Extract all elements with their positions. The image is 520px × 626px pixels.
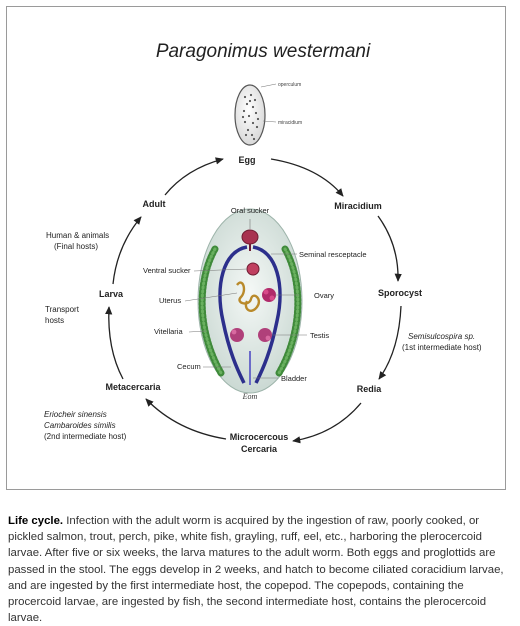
host-second-line2: Cambaroides similis	[44, 421, 116, 430]
stage-sporocyst: Sporocyst	[378, 288, 422, 298]
label-seminal-receptacle: Seminal resceptacle	[299, 250, 367, 259]
label-cecum: Cecum	[177, 362, 201, 371]
label-bladder: Bladder	[281, 374, 307, 383]
arrow-metacercaria-to-larva	[105, 306, 124, 380]
host-first-line1: Semisulcospira sp.	[408, 332, 475, 341]
arrow-cercaria-to-metacercaria	[145, 398, 227, 440]
stage-larva: Larva	[99, 289, 124, 299]
arrow-adult-to-egg	[164, 157, 224, 196]
host-final-line2: (Final hosts)	[54, 242, 98, 251]
label-oral-sucker: Oral sucker	[231, 206, 270, 215]
arrow-redia-to-cercaria	[292, 402, 362, 444]
stage-cercaria-line1: Microcercous	[230, 432, 289, 442]
label-ventral-sucker: Ventral sucker	[143, 266, 191, 275]
stage-adult: Adult	[143, 199, 166, 209]
stage-redia: Redia	[357, 384, 383, 394]
host-second-line3: (2nd intermediate host)	[44, 432, 127, 441]
stage-miracidium: Miracidium	[334, 201, 382, 211]
arrow-sporocyst-to-redia	[378, 305, 402, 380]
caption-heading: Life cycle.	[8, 515, 64, 527]
adult-worm-illustration	[197, 208, 303, 394]
stage-cercaria-line2: Cercaria	[241, 444, 278, 454]
arrow-egg-to-miracidium	[270, 158, 344, 197]
label-eom: Eom	[242, 392, 258, 401]
stage-metacercaria: Metacercaria	[105, 382, 161, 392]
figure-title: Paragonimus westermani	[156, 41, 371, 62]
host-transport-line1: Transport	[45, 305, 80, 314]
arrow-miracidium-to-sporocyst	[377, 215, 402, 282]
host-second-line1: Eriocheir sinensis	[44, 410, 107, 419]
label-vitellaria: Vitellaria	[154, 327, 183, 336]
label-miracidium-egg: miracidium	[278, 120, 302, 126]
life-cycle-caption: Life cycle. Infection with the adult wor…	[8, 513, 508, 626]
label-operculum: operculum	[278, 82, 301, 88]
label-testis: Testis	[310, 331, 329, 340]
label-uterus: Uterus	[159, 296, 181, 305]
arrow-larva-to-adult	[112, 216, 142, 285]
caption-text: Infection with the adult worm is acquire…	[8, 515, 504, 625]
host-transport-line2: hosts	[45, 316, 64, 325]
stage-egg: Egg	[239, 155, 256, 165]
label-ovary: Ovary	[314, 291, 334, 300]
host-final-line1: Human & animals	[46, 231, 109, 240]
host-first-line2: (1st intermediate host)	[402, 343, 482, 352]
figure-frame: Paragonimus westermani operculum miracid…	[6, 6, 506, 490]
egg-illustration	[234, 83, 277, 146]
life-cycle-diagram: Paragonimus westermani operculum miracid…	[44, 41, 482, 454]
